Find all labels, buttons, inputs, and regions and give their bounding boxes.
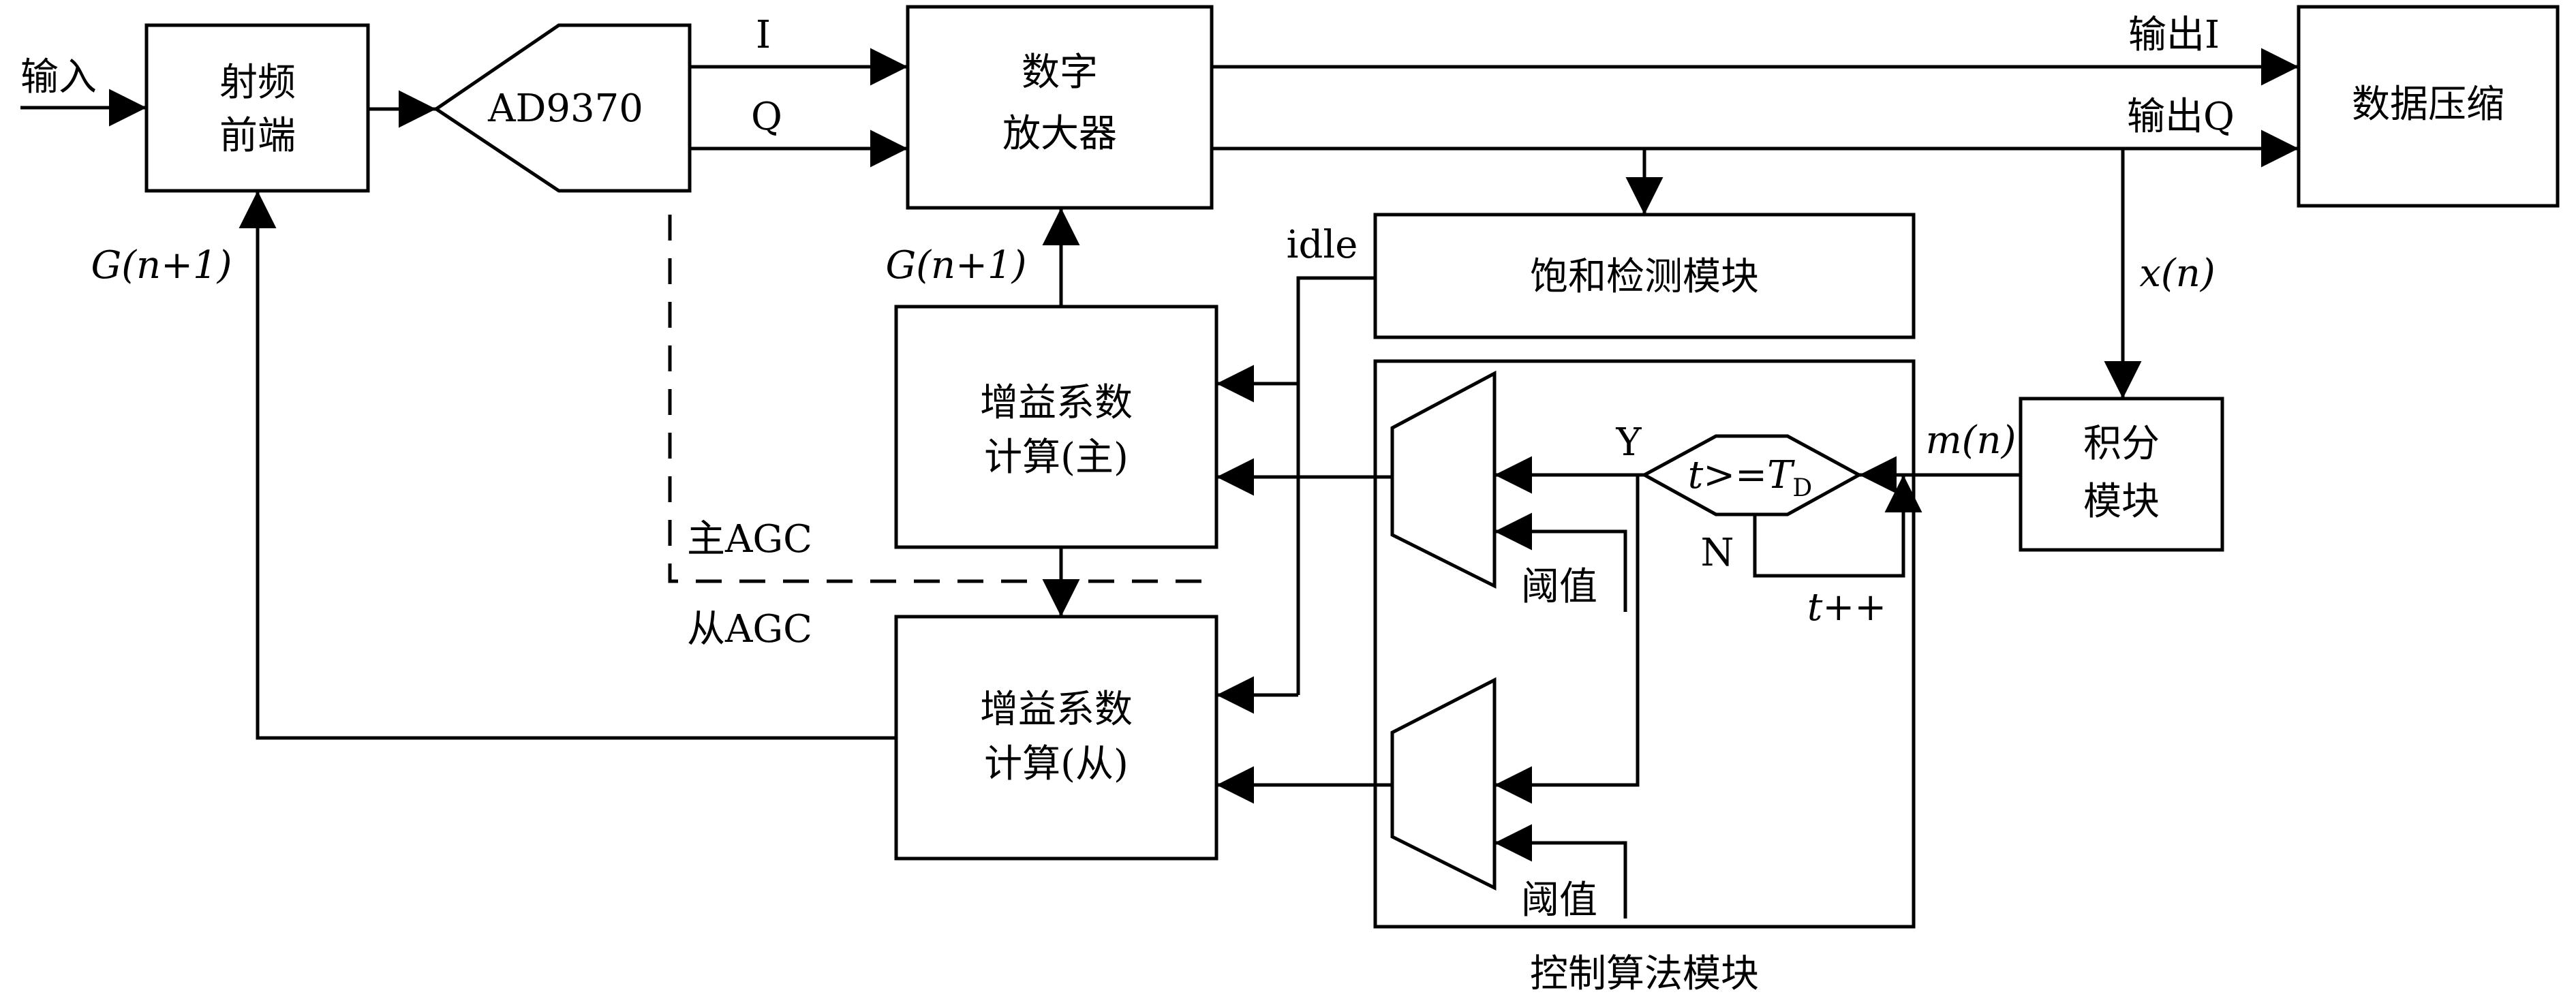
- g-feedback-left-label: G(n+1): [91, 243, 232, 288]
- control-module-label: 控制算法模块: [1530, 952, 1759, 996]
- mux-master: [1390, 370, 1497, 589]
- integrator-label-1: 积分: [2083, 422, 2160, 466]
- output-i-label: 输出I: [2128, 13, 2220, 57]
- data-compression-block: [2297, 5, 2560, 208]
- rf-frontend-label-1: 射频: [219, 61, 296, 105]
- threshold-1-arrow: [1494, 512, 1627, 612]
- decision-no-label: N: [1701, 531, 1734, 575]
- q-label: Q: [751, 95, 782, 139]
- ad9370-label: AD9370: [487, 87, 643, 131]
- rf-frontend-block: [144, 23, 370, 193]
- gain-master-label-1: 增益系数: [980, 381, 1133, 425]
- digital-amp-label-1: 数字: [1022, 50, 1098, 95]
- g-feedback-mid-label: G(n+1): [885, 243, 1026, 288]
- saturation-detect-block: [1373, 213, 1916, 339]
- decision-label: t>=TD: [1688, 453, 1813, 502]
- gain-slave-to-rf-arrow: [239, 191, 896, 740]
- master-agc-label: 主AGC: [687, 517, 812, 561]
- idle-line: [1296, 276, 1375, 695]
- i-label: I: [756, 13, 771, 57]
- gain-slave-label-2: 计算(从): [984, 742, 1129, 786]
- integrator-label-2: 模块: [2083, 480, 2160, 524]
- digital-amp-label-2: 放大器: [1002, 112, 1117, 156]
- gain-master-label-2: 计算(主): [984, 435, 1129, 480]
- increment-label: t++: [1807, 585, 1886, 630]
- rf-frontend-label-2: 前端: [219, 114, 296, 158]
- decision-yes-to-mux-slave: [1494, 475, 1640, 804]
- digital-amplifier-block: [906, 5, 1214, 210]
- gain-slave-block: [894, 615, 1218, 861]
- integrator-block: [2019, 397, 2224, 552]
- mn-label: m(n): [1926, 418, 2017, 463]
- data-compression-label: 数据压缩: [2352, 82, 2504, 127]
- gain-slave-label-1: 增益系数: [980, 688, 1133, 732]
- threshold-2-arrow: [1494, 824, 1627, 919]
- idle-label: idle: [1287, 223, 1358, 267]
- decision-no-loop: [1753, 475, 1922, 578]
- threshold-label-2: 阈值: [1521, 878, 1597, 923]
- agc-separator-dashed: [668, 215, 1203, 583]
- mux-slave: [1390, 677, 1497, 891]
- slave-agc-label: 从AGC: [687, 607, 812, 651]
- input-label: 输入: [20, 55, 97, 99]
- xn-label: x(n): [2139, 251, 2215, 296]
- threshold-label-1: 阈值: [1521, 565, 1597, 609]
- decision-yes-label: Y: [1616, 420, 1642, 465]
- output-q-label: 输出Q: [2127, 95, 2235, 139]
- gain-master-block: [894, 305, 1218, 549]
- ad9370-block: [433, 23, 692, 193]
- saturation-detect-label: 饱和检测模块: [1530, 255, 1759, 299]
